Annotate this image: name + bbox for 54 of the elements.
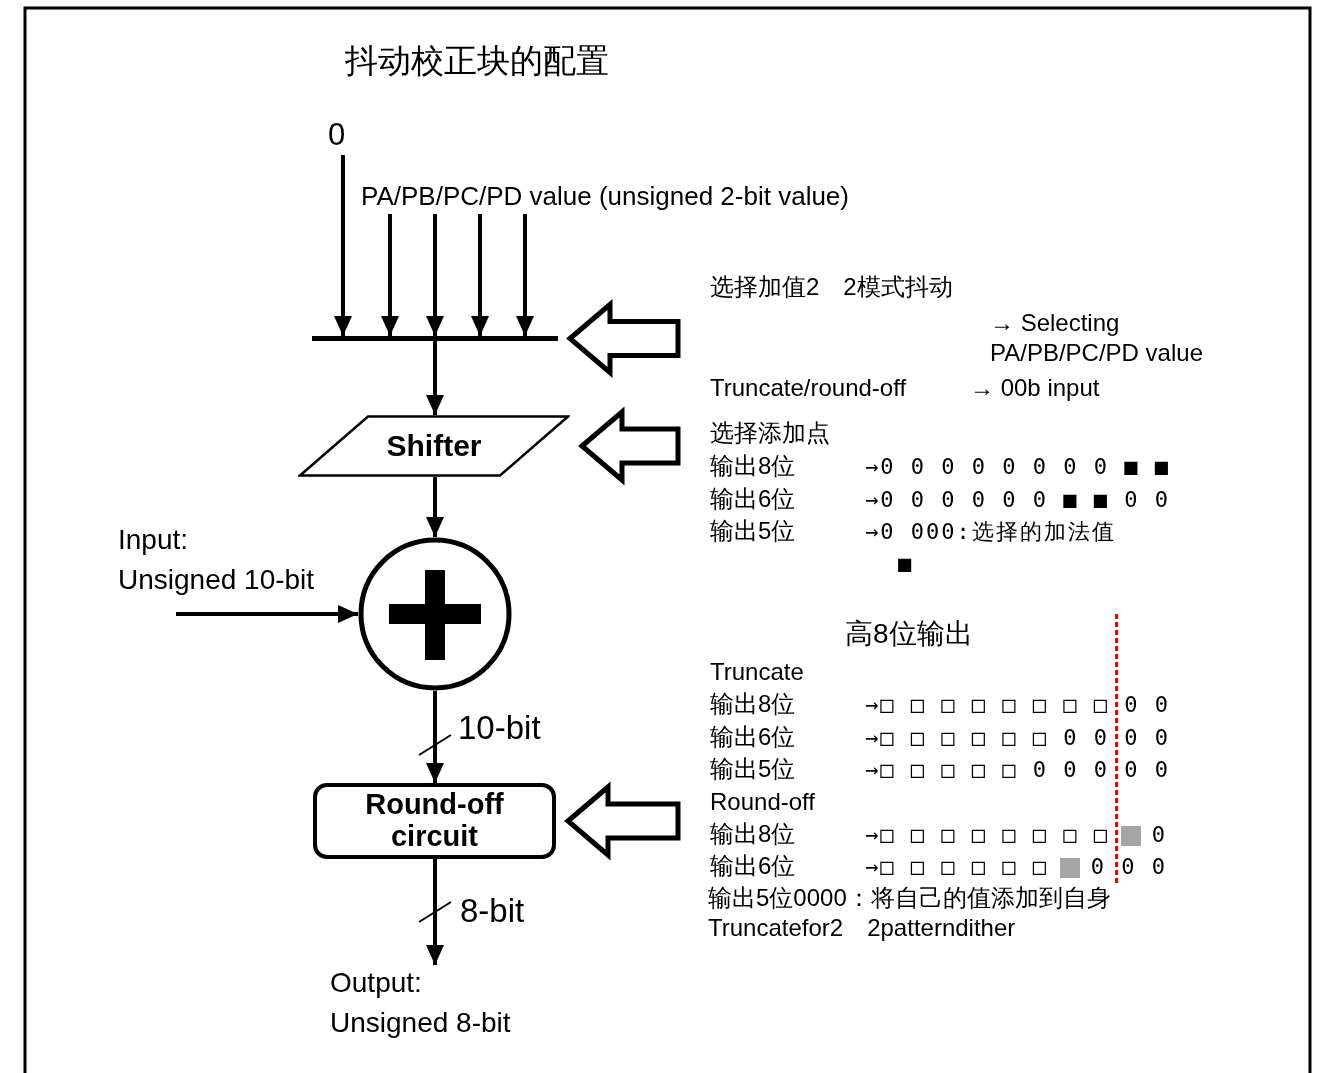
note-text: → Selecting PA/PB/PC/PD value [990, 308, 1204, 368]
note-text: Truncate [710, 657, 804, 687]
note-text: 输出6位 [710, 484, 796, 514]
arrow [471, 214, 489, 336]
note-text: 输出6位 [710, 722, 796, 752]
constant-label: 0 [328, 115, 360, 155]
note-text: 选择加值2 2模式抖动 [710, 272, 953, 302]
note-text: 高8位输出 [845, 617, 973, 651]
bit-pattern-text: ■ [898, 550, 914, 578]
arrow [426, 477, 444, 537]
process-box: Round-off circuit [313, 783, 556, 859]
edge-label: 10-bit [458, 708, 541, 748]
note-text: 输出5位 [710, 516, 796, 546]
note-text: 选择添加点 [710, 418, 830, 448]
note-text: 输出5位0000：将自己的值添加到自身Truncatefor2 2patterndither [708, 883, 1112, 943]
bit-pattern-text: →0 0 0 0 0 0 ■ ■ 0 0 [865, 486, 1170, 514]
block-arrow [578, 406, 681, 486]
block-arrow [566, 299, 681, 378]
bit-pattern-text: →□ □ □ □ □ □ [865, 853, 1048, 881]
output-label: Output: [330, 966, 422, 1000]
note-text: 输出8位 [710, 819, 796, 849]
block-arrow [564, 781, 681, 861]
edge-label: 8-bit [460, 891, 525, 931]
bus-bar [312, 336, 558, 341]
bit-pattern-text: →□ □ □ □ □ 0 0 0 0 0 [865, 756, 1170, 784]
arrow [516, 214, 534, 336]
arrow [426, 691, 444, 783]
bit-pattern-text: →□ □ □ □ □ □ 0 0 0 0 [865, 724, 1170, 752]
arrow [426, 341, 444, 415]
output-label: Unsigned 8-bit [330, 1006, 511, 1040]
note-text: → 00b input [970, 373, 1100, 403]
arrow [334, 155, 352, 336]
note-text: 输出5位 [710, 754, 796, 784]
bit-pattern-text: →0 0 0 0 0 0 0 0 ■ ■ [865, 453, 1170, 481]
input-label: Unsigned 10-bit [118, 563, 315, 597]
note-text: Round-off [710, 787, 815, 817]
bit-pattern-text: 0 0 0 [1090, 853, 1167, 881]
bit-pattern-text: →0 000:选择的加法值 [865, 518, 1116, 546]
note-text: 输出8位 [710, 689, 796, 719]
arrow [176, 605, 358, 623]
note-text: 输出6位 [710, 851, 796, 881]
bit-pattern-text: →□ □ □ □ □ □ □ □ [865, 821, 1109, 849]
arrow [381, 214, 399, 336]
input-label: Input: [118, 523, 189, 557]
diagram-title: 抖动校正块的配置 [345, 41, 609, 81]
adder-circle [358, 537, 512, 691]
bit-pattern-text: 0 [1151, 821, 1167, 849]
note-text: Truncate/round-off [710, 373, 907, 403]
arrow [426, 859, 444, 965]
arrow [426, 214, 444, 336]
bit-pattern-text: →□ □ □ □ □ □ □ □ 0 0 [865, 691, 1170, 719]
note-text: 输出8位 [710, 451, 796, 481]
shifter-parallelogram: Shifter [298, 415, 570, 477]
signal-label: PA/PB/PC/PD value (unsigned 2-bit value) [361, 179, 921, 214]
